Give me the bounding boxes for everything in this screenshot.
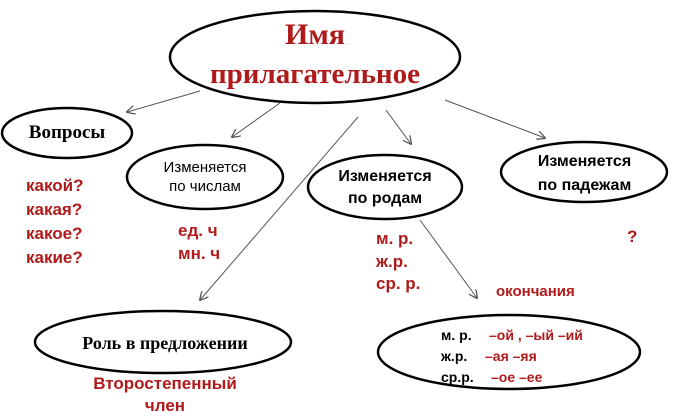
by-gender-ellipse (306, 153, 464, 221)
arrow-to-by-gender (385, 109, 411, 144)
by-case-line-2: по падежам (537, 177, 632, 194)
role-answer-line-1: Второстепенный (93, 374, 237, 393)
title-ellipse (168, 9, 462, 105)
role-label: Роль в предложении (82, 333, 248, 353)
arrow-to-questions (127, 90, 201, 112)
questions-label: Вопросы (28, 122, 106, 143)
gender-form: ж.р. (376, 252, 408, 271)
endings-suffix: –ой , –ый –ий (489, 327, 583, 343)
arrow-to-by-number (232, 102, 281, 137)
gender-form: ср. р. (376, 274, 421, 293)
by-case-ellipse (499, 140, 669, 204)
endings-gender: м. р. (441, 327, 472, 343)
question-word: какая? (26, 200, 83, 219)
arrow-to-endings (419, 219, 477, 298)
endings-suffix: –ая –яя (485, 348, 537, 364)
role-ellipse (33, 309, 293, 375)
by-number-ellipse (125, 143, 285, 211)
by-gender-line-2: по родам (347, 190, 423, 207)
case-question-mark: ? (627, 227, 638, 246)
by-number-line-2: по числам (169, 178, 241, 195)
question-word: какие? (26, 248, 83, 267)
title-line-2: прилагательное (209, 58, 421, 90)
by-gender-line-1: Изменяется (338, 168, 432, 185)
arrow-to-role (200, 116, 359, 300)
question-word: какой? (26, 176, 84, 195)
number-form: мн. ч (178, 244, 221, 263)
by-case-line-1: Изменяется (537, 153, 632, 170)
questions-ellipse (0, 106, 134, 160)
endings-ellipse (376, 313, 642, 391)
number-form: ед. ч (178, 221, 218, 240)
role-answer-line-2: член (144, 396, 186, 415)
endings-gender: ср.р. (441, 369, 474, 385)
gender-form: м. р. (376, 229, 414, 248)
title-line-1: Имя (285, 18, 345, 51)
arrow-to-by-case (444, 99, 545, 138)
question-word: какое? (26, 224, 83, 243)
endings-label: окончания (496, 283, 575, 300)
endings-gender: ж.р. (441, 348, 468, 364)
by-number-line-1: Изменяется (163, 159, 247, 176)
endings-suffix: –ое –ее (491, 369, 543, 385)
